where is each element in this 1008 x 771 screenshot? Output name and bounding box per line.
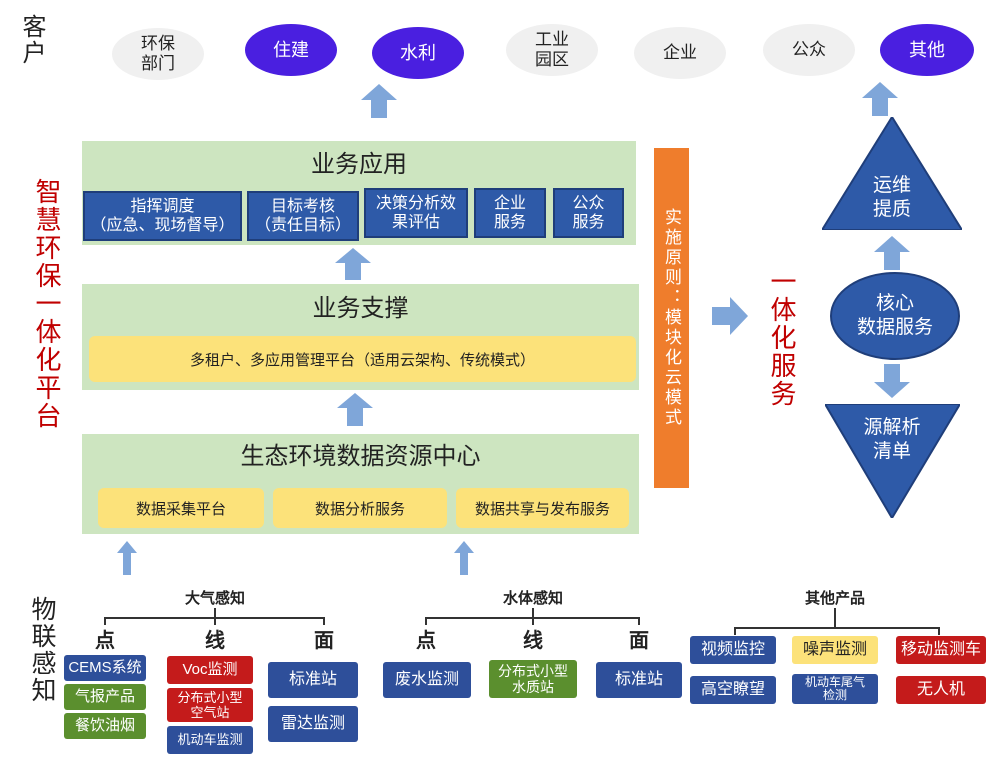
mobile-monitoring-vehicle[interactable]: 移动监测车 (896, 636, 986, 664)
water-line-label: 线 (523, 629, 543, 652)
arrow-up-icon (361, 84, 397, 118)
mini-water-station[interactable]: 分布式小型 水质站 (489, 660, 577, 698)
noise-monitoring[interactable]: 噪声监测 (792, 636, 878, 664)
tree-line (323, 617, 325, 625)
tree-line (834, 608, 836, 628)
app-command-dispatch[interactable]: 指挥调度 （应急、现场督导） (83, 191, 242, 241)
customer-public[interactable]: 公众 (763, 24, 855, 76)
vehicle-exhaust-detection[interactable]: 机动车尾气 检测 (792, 674, 878, 704)
arrow-up-icon (874, 236, 910, 270)
tree-line (734, 627, 736, 635)
video-monitoring[interactable]: 视频监控 (690, 636, 776, 664)
air-surface-label: 面 (314, 629, 334, 652)
drone[interactable]: 无人机 (896, 676, 986, 704)
air-standard-station[interactable]: 标准站 (268, 662, 358, 698)
arrow-up-icon (117, 541, 137, 575)
arrow-up-icon (337, 393, 373, 426)
customer-water[interactable]: 水利 (372, 27, 464, 79)
multi-tenant-platform[interactable]: 多租户、多应用管理平台（适用云架构、传统模式） (89, 336, 636, 382)
water-title: 水体感知 (502, 589, 563, 607)
water-standard-station[interactable]: 标准站 (596, 662, 682, 698)
customer-housing[interactable]: 住建 (245, 24, 337, 76)
app-target-assessment[interactable]: 目标考核 （责任目标） (247, 191, 359, 241)
application-title: 业务应用 (311, 150, 407, 178)
tree-line (734, 627, 940, 629)
core-data-service[interactable]: 核心 数据服务 (830, 272, 960, 360)
customer-env-dept[interactable]: 环保 部门 (112, 28, 204, 80)
app-decision-analysis[interactable]: 决策分析效 果评估 (364, 188, 468, 238)
iot-label: 物联感知 (28, 596, 56, 704)
arrow-down-icon (874, 364, 910, 398)
air-line-label: 线 (205, 629, 225, 652)
tree-line (532, 608, 534, 618)
data-analysis-service[interactable]: 数据分析服务 (273, 488, 447, 528)
tree-line (938, 627, 940, 635)
wastewater-monitoring[interactable]: 废水监测 (383, 662, 471, 698)
arrow-up-icon (454, 541, 474, 575)
tree-line (638, 617, 640, 625)
customer-industrial-park[interactable]: 工业 园区 (506, 24, 598, 76)
data-center-title: 生态环境数据资源中心 (240, 442, 481, 470)
arrow-up-icon (862, 82, 898, 116)
air-title: 大气感知 (184, 589, 245, 607)
customer-other[interactable]: 其他 (880, 24, 974, 76)
source-triangle (825, 404, 960, 518)
air-point-label: 点 (95, 629, 115, 652)
app-enterprise-service[interactable]: 企业 服务 (474, 188, 546, 238)
tree-line (104, 617, 106, 625)
arrow-up-icon (335, 248, 371, 280)
ops-triangle (822, 117, 962, 230)
integrated-service-label: 一体化服务 (767, 268, 797, 408)
mini-air-station[interactable]: 分布式小型 空气站 (167, 688, 253, 722)
catering-fume[interactable]: 餐饮油烟 (64, 713, 146, 739)
customer-label: 客户 (18, 14, 45, 66)
cems-system[interactable]: CEMS系统 (64, 655, 146, 681)
tree-line (425, 617, 427, 625)
data-collection-platform[interactable]: 数据采集平台 (98, 488, 264, 528)
water-surface-label: 面 (629, 629, 649, 652)
high-altitude-lookout[interactable]: 高空瞭望 (690, 676, 776, 704)
tree-line (214, 608, 216, 618)
radar-monitoring[interactable]: 雷达监测 (268, 706, 358, 742)
source-label: 源解析 清单 (863, 417, 921, 462)
support-title: 业务支撑 (312, 294, 409, 322)
tree-line (532, 617, 534, 625)
arrow-right-icon (712, 297, 748, 335)
ops-label: 运维 提质 (872, 175, 911, 220)
vehicle-monitoring[interactable]: 机动车监测 (167, 726, 253, 754)
customer-enterprise[interactable]: 企业 (634, 27, 726, 79)
app-public-service[interactable]: 公众 服务 (553, 188, 624, 238)
platform-label: 智慧环保一体化平台 (32, 178, 62, 430)
data-sharing-service[interactable]: 数据共享与发布服务 (456, 488, 629, 528)
water-point-label: 点 (416, 629, 436, 652)
weather-product[interactable]: 气报产品 (64, 684, 146, 710)
other-title: 其他产品 (804, 589, 865, 607)
principle-bar: 实施原则：模块化云模式 (654, 148, 689, 488)
voc-monitoring[interactable]: Voc监测 (167, 656, 253, 684)
tree-line (214, 617, 216, 625)
